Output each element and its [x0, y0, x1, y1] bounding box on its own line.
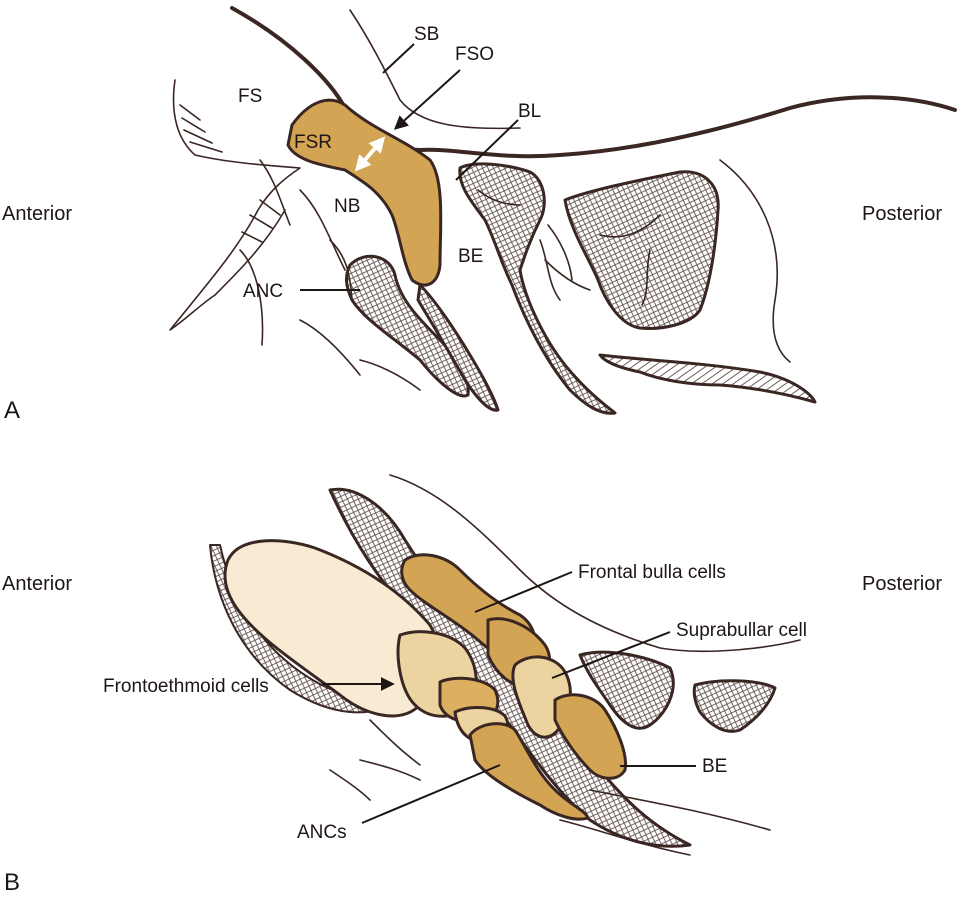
label-frontoethmoid: Frontoethmoid cells [103, 676, 269, 697]
label-nb: NB [334, 196, 360, 217]
leader-sb [382, 43, 415, 74]
label-anc: ANC [243, 281, 283, 302]
panel-letter-b: B [4, 869, 20, 896]
leader-frontal-bulla [474, 571, 573, 613]
anterior-label-a: Anterior [2, 203, 72, 225]
anterior-label-b: Anterior [2, 573, 72, 595]
posterior-cell-crack [599, 214, 661, 306]
posterior-label-a: Posterior [862, 203, 942, 225]
frontal-sinus-recess-cell [286, 98, 443, 287]
label-ancs: ANCs [297, 822, 347, 843]
leader-fso [393, 69, 461, 130]
panel-letter-a: A [4, 397, 20, 424]
label-be-b: BE [702, 756, 727, 777]
label-suprabullar: Suprabullar cell [676, 620, 807, 641]
skull-base-contour-b [389, 474, 801, 653]
ethmoid-bulla-cell [553, 693, 628, 780]
agger-region-lines [239, 159, 361, 376]
fso-width-arrow [354, 136, 386, 172]
bulla-inner-line [477, 189, 573, 281]
posterior-wall-a [539, 159, 791, 363]
skull-base-inner-a [349, 9, 521, 130]
posterior-floor-bone [598, 353, 817, 404]
posterior-bone-b-2 [692, 679, 777, 733]
uncinate-strip [416, 283, 500, 412]
panel-b: Anterior Posterior B Frontal bulla cells… [2, 474, 942, 896]
lower-contour-b [329, 719, 771, 856]
label-fs: FS [238, 86, 262, 107]
frontal-sinus-shading [179, 104, 281, 243]
panel-a: Anterior Posterior A SB FSO FS FSR BL NB… [2, 6, 957, 424]
posterior-label-b: Posterior [862, 573, 942, 595]
agger-nasi-cells [468, 722, 590, 821]
ethmoid-bulla-bone [458, 162, 617, 415]
label-sb: SB [414, 24, 439, 45]
label-frontal-bulla: Frontal bulla cells [578, 562, 726, 583]
agger-nasi-cell [345, 254, 470, 398]
label-bl: BL [518, 101, 541, 122]
leader-suprabullar [551, 631, 671, 679]
posterior-ethmoid-cell [563, 170, 720, 330]
leader-ancs [361, 764, 501, 824]
frontal-sinus-outline [169, 79, 301, 331]
anterior-lower-lines-a [329, 239, 421, 391]
label-fsr: FSR [294, 132, 332, 153]
skull-base-contour-a [230, 6, 957, 159]
posterior-bone-b-1 [578, 650, 675, 730]
leader-bl [455, 119, 519, 181]
label-be-a: BE [458, 246, 483, 267]
label-fso: FSO [455, 44, 494, 65]
